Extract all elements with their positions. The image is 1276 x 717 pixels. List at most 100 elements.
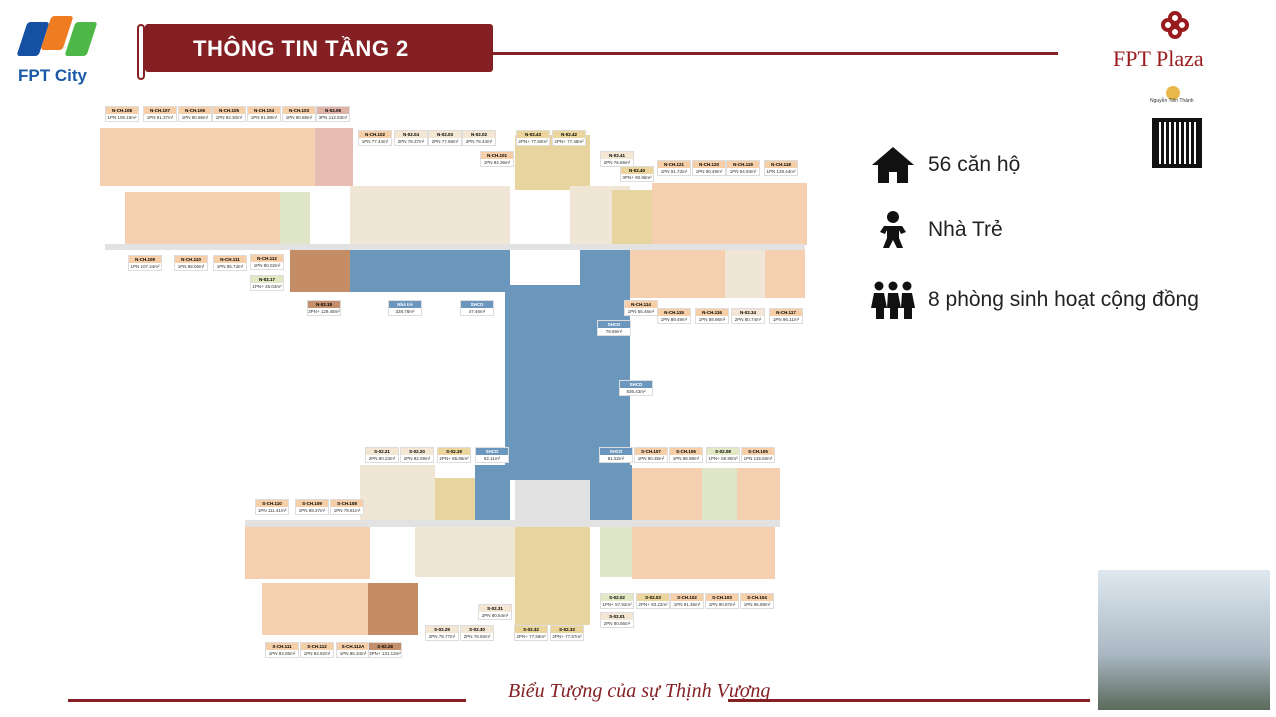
- unit-label[interactable]: SHCD 81.52m²: [599, 447, 633, 463]
- unit-type-area: 2PN 77.58m²: [429, 138, 461, 145]
- unit-area: 88.96m²: [708, 317, 726, 322]
- unit-type-area: 1PN+ 45.04m²: [251, 283, 283, 290]
- unit-area: 88.06m²: [187, 264, 205, 269]
- unit-type-area: 1PN 88.96m²: [696, 316, 728, 323]
- unit-code: S-CH.110: [256, 500, 288, 507]
- unit-label[interactable]: SHCD 47.46m²: [460, 300, 494, 316]
- unit-type-area: 1PN 84.92m²: [301, 650, 333, 657]
- unit-type: 1PN: [361, 139, 371, 144]
- unit-area: 79.81m²: [343, 508, 361, 513]
- unit-type-area: 2PN+ 77.57m²: [551, 633, 583, 640]
- unit-code: S-CH.108: [331, 500, 363, 507]
- unit-label[interactable]: Nhà trẻ 328.78m²: [388, 300, 422, 316]
- scroll-decoration: [137, 24, 145, 80]
- unit-code: N-CH.117: [770, 309, 802, 316]
- unit-area: 58.90m²: [721, 456, 738, 461]
- unit-code: N-02.34: [732, 309, 764, 316]
- qr-code[interactable]: [1152, 118, 1202, 168]
- unit-code: S-CH.104: [741, 594, 773, 601]
- unit-type-area: 2PN+ 93.22m²: [637, 601, 669, 608]
- unit-area: 76.66m²: [613, 160, 631, 165]
- unit-type-area: 1PN 90.49m²: [693, 168, 725, 175]
- stat-community-rooms: 8 phòng sinh hoạt cộng đồng: [870, 280, 1199, 320]
- unit-label[interactable]: SHCD 836.43m²: [619, 380, 653, 396]
- unit-code: SHCD: [620, 381, 652, 388]
- unit-label[interactable]: SHCD 79.69m²: [597, 320, 631, 336]
- unit-code: N-02.18: [308, 301, 340, 308]
- unit-code: S-CH.112A: [337, 643, 369, 650]
- unit-type-area: 2PN+ 77.59m²: [515, 633, 547, 640]
- unit-type-area: 1PN 94.93m²: [727, 168, 759, 175]
- unit-type-area: 2PN+ 77.50m²: [517, 138, 549, 145]
- unit-type-area: 1PN 90.35m²: [635, 455, 667, 462]
- unit-type: 2PN: [463, 634, 473, 639]
- divider: [728, 699, 1090, 702]
- unit-type: 1PN: [695, 169, 705, 174]
- unit-type: 1PN: [130, 264, 140, 269]
- unit-code: S-02.01: [601, 613, 633, 620]
- unit-code: N-02.04: [395, 131, 427, 138]
- unit-label[interactable]: SHCD 82.11m²: [475, 447, 509, 463]
- unit-code: S-02.33: [551, 626, 583, 633]
- unit-type-area: 79.69m²: [598, 328, 630, 335]
- unit-area: 78.77m²: [438, 634, 456, 639]
- unit-area: 90.96m²: [635, 175, 652, 180]
